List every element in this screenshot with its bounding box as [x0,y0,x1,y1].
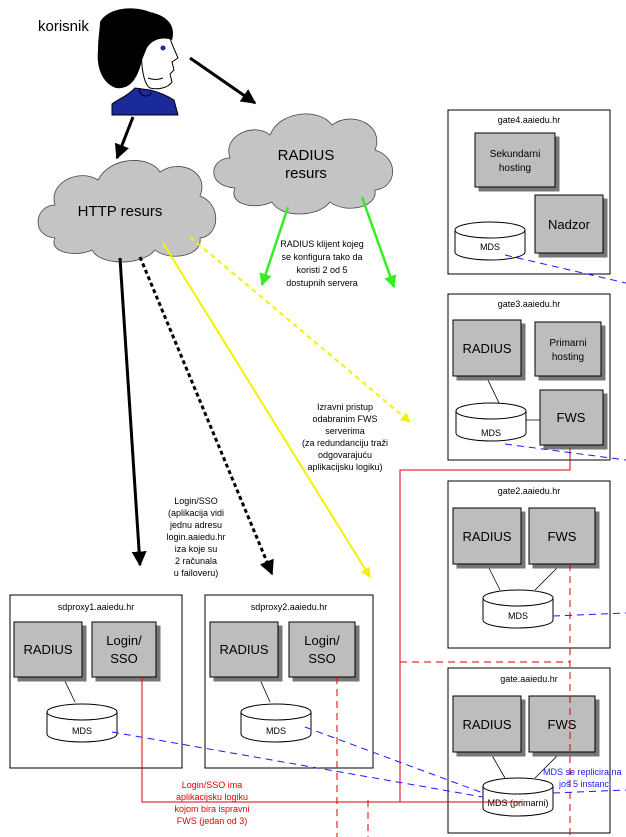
mds-replication-links [111,254,626,798]
mds-label: MDS [481,428,501,438]
server-gate4: gate4.aaiedu.hr Sekundarni hosting Nadzo… [447,109,611,275]
secondary-hosting-box [474,132,556,188]
radius-box [452,695,522,753]
login-sso-line1: Login/ [106,633,142,648]
http-to-sdproxy2-arrow [138,256,274,576]
fws-label: FWS [548,717,577,732]
svg-text:još 5 instanci: još 5 instanci [558,779,611,789]
svg-text:(za redundanciju traži: (za redundanciju traži [302,438,388,448]
sso-logic-note: Login/SSO ima aplikacijsku logiku kojom … [174,780,249,826]
primary-hosting-box [534,321,602,377]
http-direct-fws-arrow-1 [162,242,371,578]
http-direct-fws-arrow-2 [189,236,411,423]
user-label: korisnik [38,18,89,35]
svg-text:u failoveru): u failoveru) [174,568,219,578]
svg-text:jednu adresu: jednu adresu [169,520,222,530]
svg-text:se konfigura tako da: se konfigura tako da [281,252,362,262]
radius-cloud-line1: RADIUS [278,147,335,164]
login-sso-box [288,621,356,678]
radius-to-server-arrow-1 [259,206,290,287]
primary-hosting-line1: Primarni [549,338,586,349]
mds-database-icon [46,703,118,743]
svg-text:FWS (jedan od 3): FWS (jedan od 3) [177,816,248,826]
radius-label: RADIUS [462,341,511,356]
svg-text:Login/SSO ima: Login/SSO ima [182,780,243,790]
login-sso-note: Login/SSO (aplikacija vidi jednu adresu … [166,496,225,578]
svg-text:aplikacijsku logiku): aplikacijsku logiku) [307,462,382,472]
radius-box [13,621,83,678]
svg-text:Izravni pristup: Izravni pristup [317,402,373,412]
mds-label: MDS [72,726,92,736]
radius-to-server-arrow-2 [360,196,397,289]
svg-text:RADIUS klijent kojeg: RADIUS klijent kojeg [280,239,364,249]
replication-note: MDS se replicira na još 5 instanci [543,767,622,789]
server-title: gate2.aaiedu.hr [498,486,561,496]
server-title: gate.aaiedu.hr [500,674,558,684]
svg-text:iza koje su: iza koje su [175,544,218,554]
svg-text:serverima: serverima [325,426,365,436]
mds-label: MDS [480,242,500,252]
login-sso-line2: SSO [110,651,137,666]
server-sdproxy2: sdproxy2.aaiedu.hr RADIUS Login/ SSO MDS [204,594,374,769]
radius-label: RADIUS [462,529,511,544]
http-to-sdproxy1-arrow [118,257,147,567]
radius-resource-cloud: RADIUS resurs [213,113,393,215]
radius-box [209,621,279,678]
server-title: gate3.aaiedu.hr [498,299,561,309]
fws-label: FWS [557,410,586,425]
mds-label: MDS [508,611,528,621]
server-gate: gate.aaiedu.hr RADIUS FWS MDS (primarni) [447,667,611,834]
svg-text:odgovarajuću: odgovarajuću [318,450,372,460]
http-resource-cloud: HTTP resurs [37,160,217,263]
login-sso-line1: Login/ [304,633,340,648]
fws-label: FWS [548,529,577,544]
server-sdproxy1: sdproxy1.aaiedu.hr RADIUS Login/ SSO MDS [9,594,183,769]
server-gate2: gate2.aaiedu.hr RADIUS FWS MDS [447,480,611,649]
radius-box [452,507,522,565]
server-gate3: gate3.aaiedu.hr RADIUS Primarni hosting … [447,293,611,461]
mds-database-icon [482,589,554,629]
svg-text:dostupnih servera: dostupnih servera [286,278,358,288]
svg-text:odabranim FWS: odabranim FWS [312,414,377,424]
http-cloud-label: HTTP resurs [78,203,163,220]
svg-text:2 računala: 2 računala [175,556,217,566]
secondary-hosting-line2: hosting [499,163,531,174]
radius-box [452,319,522,377]
login-sso-line2: SSO [308,651,335,666]
svg-text:Login/SSO: Login/SSO [174,496,218,506]
radius-label: RADIUS [219,642,268,657]
svg-text:kojom bira ispravni: kojom bira ispravni [174,804,249,814]
primary-hosting-line2: hosting [552,352,584,363]
mds-database-icon [454,221,526,261]
fws-box [528,695,596,753]
login-sso-box [91,621,157,678]
fws-box [539,389,604,446]
radius-label: RADIUS [462,717,511,732]
user-to-radius-arrow [189,56,257,105]
fws-box [528,507,596,565]
mds-database-icon [240,703,312,743]
secondary-hosting-line1: Sekundarni [490,149,541,160]
sso-to-fws-links [141,447,571,837]
svg-text:login.aaiedu.hr: login.aaiedu.hr [166,532,225,542]
nadzor-box [534,194,604,254]
mds-label: MDS (primarni) [487,798,548,808]
user-figure-icon [97,8,179,116]
svg-text:(aplikacija vidi: (aplikacija vidi [168,508,224,518]
direct-access-note: Izravni pristup odabranim FWS serverima … [302,402,388,472]
svg-text:aplikacijsku logiku: aplikacijsku logiku [176,792,248,802]
radius-client-note: RADIUS klijent kojeg se konfigura tako d… [280,239,364,288]
server-title: sdproxy1.aaiedu.hr [58,602,135,612]
server-title: sdproxy2.aaiedu.hr [251,602,328,612]
radius-label: RADIUS [23,642,72,657]
user-to-http-arrow [114,116,135,160]
server-title: gate4.aaiedu.hr [498,115,561,125]
mds-label: MDS [266,726,286,736]
svg-text:koristi 2 od 5: koristi 2 od 5 [296,265,347,275]
nadzor-label: Nadzor [548,217,591,232]
svg-text:MDS se replicira na: MDS se replicira na [543,767,622,777]
mds-database-icon [482,777,554,817]
radius-cloud-line2: resurs [285,165,327,182]
